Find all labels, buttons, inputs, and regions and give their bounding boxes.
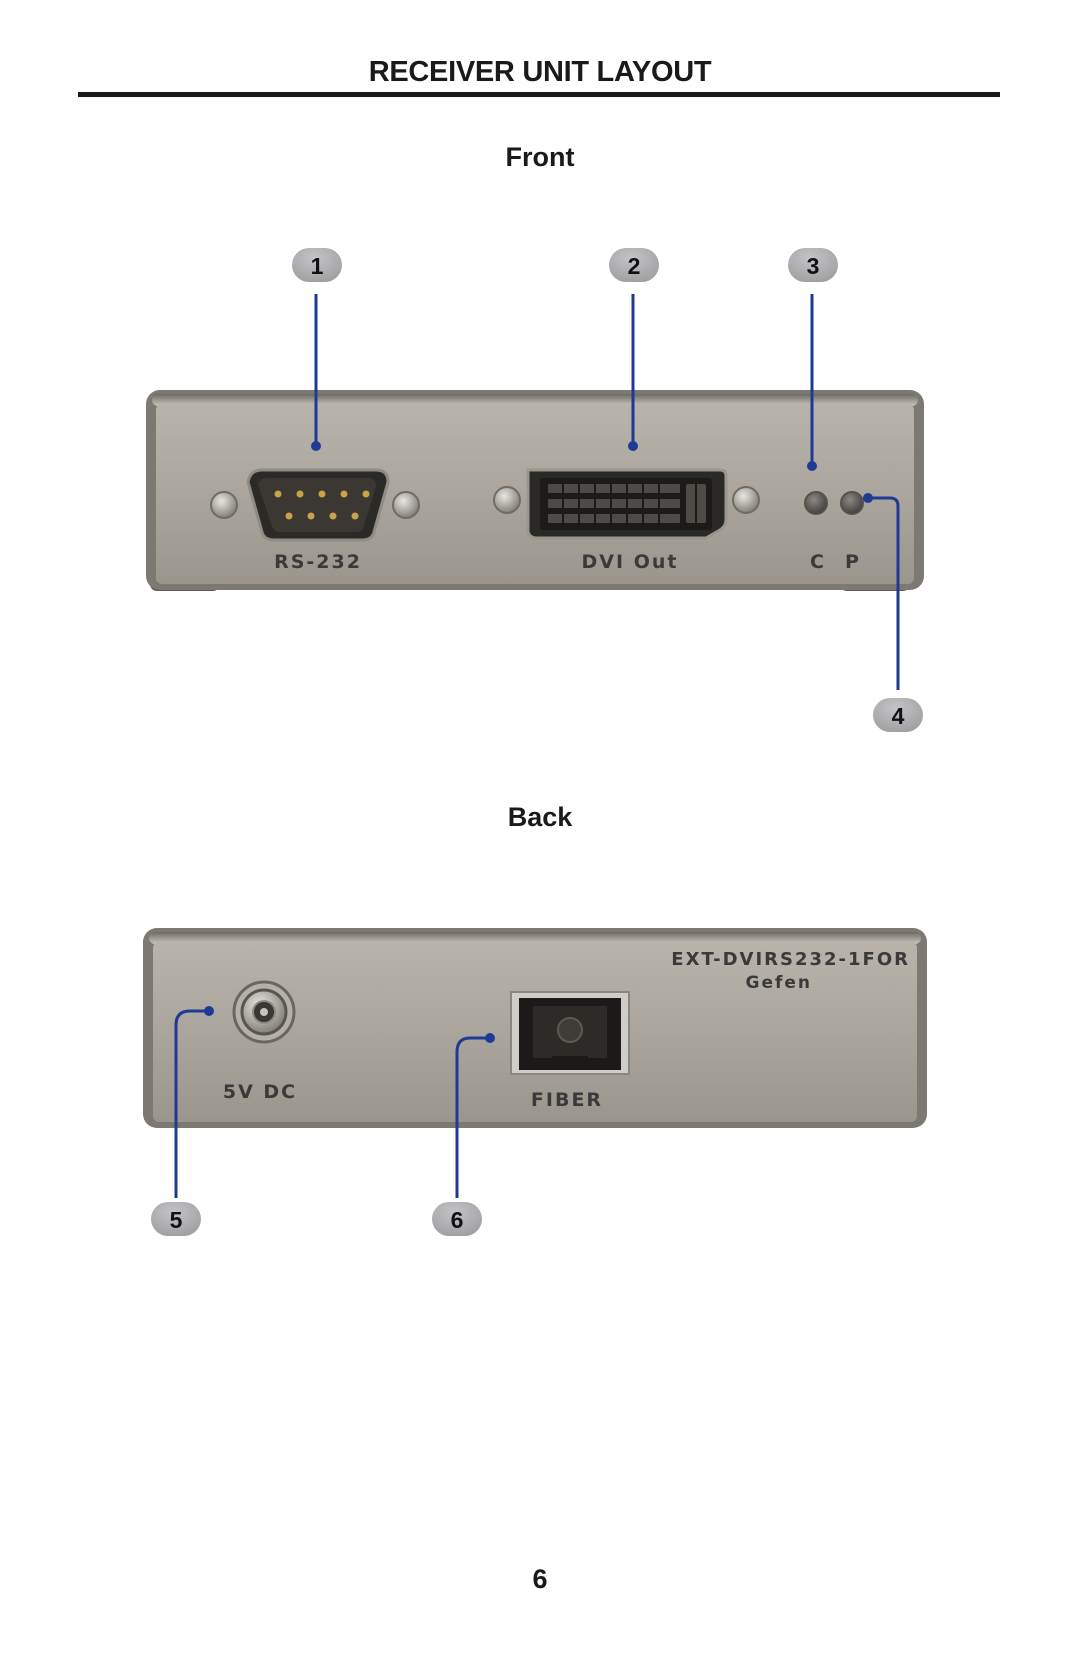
front-panel: RS-232 DVI Out C P — [146, 390, 924, 591]
callout-badge-3: 3 — [788, 248, 838, 282]
back-panel-top-edge — [149, 932, 921, 944]
title-rule — [78, 92, 1000, 97]
led-p — [840, 491, 864, 515]
dvi-out-label: DVI Out — [582, 551, 679, 573]
power-label: 5V DC — [223, 1081, 297, 1103]
model-label: EXT-DVIRS232-1FOR — [671, 949, 910, 970]
callout-number-2: 2 — [628, 253, 641, 279]
rs232-port — [210, 468, 420, 542]
callout-badge-6: 6 — [432, 1202, 482, 1236]
callout-badge-2: 2 — [609, 248, 659, 282]
callout-badges: 1 2 3 4 5 6 — [151, 248, 923, 1236]
callout-badge-4: 4 — [873, 698, 923, 732]
callout-badge-5: 5 — [151, 1202, 201, 1236]
callout-lines — [174, 294, 900, 1198]
led-c — [804, 491, 828, 515]
callout-dot-4 — [863, 493, 873, 503]
dvi-screw-left — [493, 486, 521, 514]
front-panel-top-edge — [152, 394, 918, 406]
callout-number-6: 6 — [451, 1207, 464, 1233]
callout-dots — [204, 441, 873, 1043]
fiber-label: FIBER — [531, 1089, 603, 1111]
callout-dot-1 — [311, 441, 321, 451]
front-section-label: Front — [505, 142, 575, 172]
callout-dot-5 — [204, 1006, 214, 1016]
led-c-label: C — [810, 551, 826, 573]
rs232-pins — [274, 490, 370, 520]
rs232-screw-left — [210, 491, 238, 519]
callout-number-1: 1 — [311, 253, 324, 279]
callout-dot-3 — [807, 461, 817, 471]
power-jack — [232, 980, 296, 1044]
callout-line-5 — [174, 1009, 209, 1198]
dvi-out-port — [493, 468, 760, 540]
back-section-label: Back — [507, 802, 573, 832]
rs232-label: RS-232 — [274, 551, 362, 573]
callout-line-6 — [455, 1036, 490, 1198]
dvi-pins — [548, 484, 706, 523]
callout-badge-1: 1 — [292, 248, 342, 282]
callout-dot-6 — [485, 1033, 495, 1043]
fiber-port — [510, 991, 630, 1075]
callout-number-3: 3 — [807, 253, 820, 279]
callout-number-5: 5 — [170, 1207, 183, 1233]
dvi-screw-right — [732, 486, 760, 514]
page-number: 6 — [532, 1564, 548, 1594]
callout-dot-2 — [628, 441, 638, 451]
led-p-label: P — [845, 551, 861, 573]
callout-number-4: 4 — [892, 703, 905, 729]
page-title: RECEIVER UNIT LAYOUT — [368, 56, 712, 88]
back-panel: EXT-DVIRS232-1FOR Gefen 5V DC FIBER — [143, 928, 927, 1128]
brand-label: Gefen — [745, 973, 812, 993]
rs232-screw-right — [392, 491, 420, 519]
callout-line-4 — [870, 496, 900, 690]
